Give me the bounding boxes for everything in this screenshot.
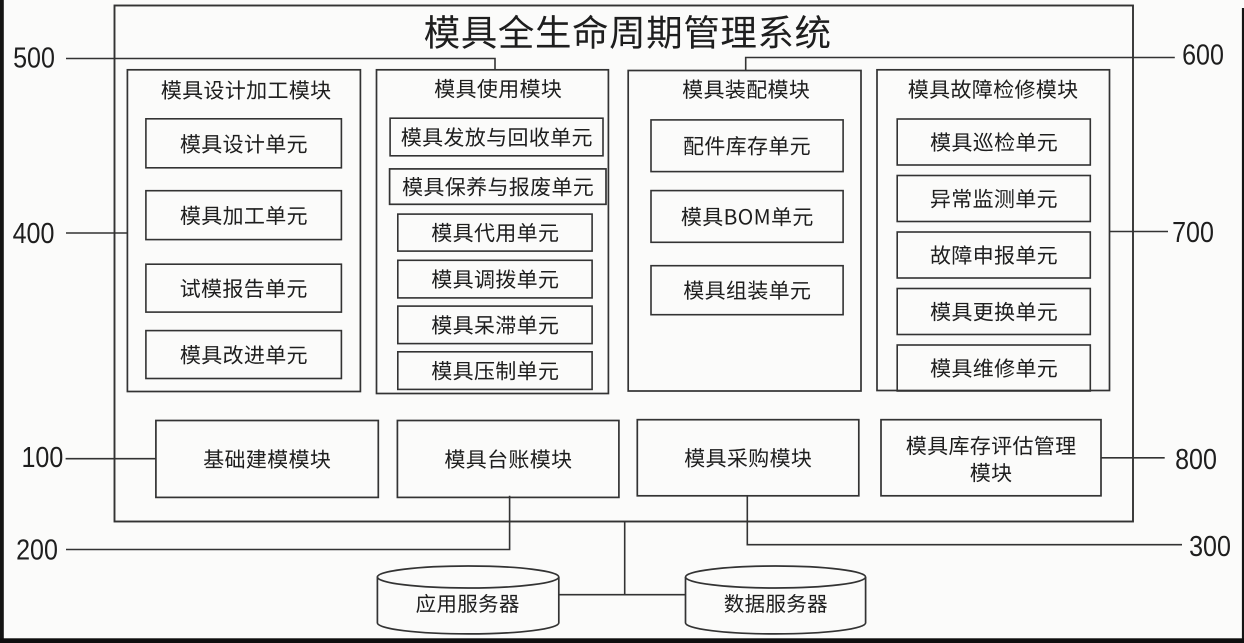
svg-text:500: 500 — [13, 42, 55, 74]
svg-text:100: 100 — [21, 442, 63, 474]
svg-text:400: 400 — [13, 217, 55, 249]
svg-text:300: 300 — [1189, 531, 1231, 563]
svg-text:600: 600 — [1182, 39, 1224, 71]
svg-text:200: 200 — [16, 534, 58, 566]
svg-text:700: 700 — [1172, 216, 1214, 248]
svg-text:800: 800 — [1175, 444, 1217, 476]
